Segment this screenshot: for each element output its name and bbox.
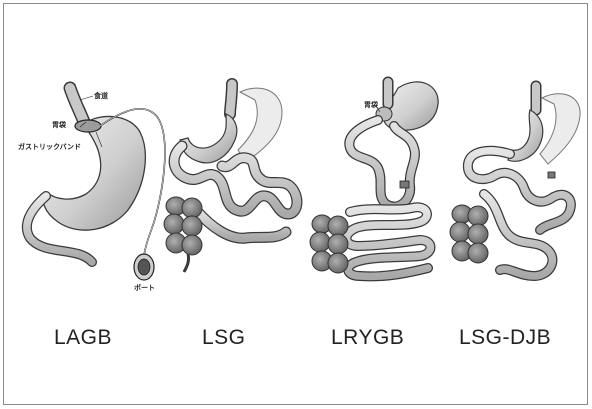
label-gastric-band: ガストリックバンド bbox=[18, 142, 81, 152]
lsg-resected-stomach bbox=[238, 88, 282, 162]
lrygb-colon bbox=[310, 215, 348, 273]
procedure-label-lsg: LSG bbox=[202, 326, 246, 350]
lsgdjb-colon bbox=[450, 205, 488, 263]
label-stomach-lrygb: 胃袋 bbox=[364, 100, 378, 110]
lsgdjb-diagram bbox=[450, 86, 580, 276]
procedure-label-lsgdjb: LSG-DJB bbox=[459, 326, 551, 350]
lagb-stomach bbox=[43, 116, 145, 230]
lrygb-diagram bbox=[310, 82, 438, 277]
label-stomach: 胃袋 bbox=[52, 120, 66, 130]
lsg-sleeve bbox=[180, 114, 237, 163]
lsg-diagram bbox=[164, 84, 297, 272]
lsg-colon bbox=[164, 197, 202, 272]
label-port: ポート bbox=[134, 283, 155, 293]
lagb-diagram bbox=[27, 88, 165, 280]
label-esophagus: 食道 bbox=[94, 91, 108, 101]
procedure-label-lagb: LAGB bbox=[54, 326, 112, 350]
gastric-band bbox=[75, 120, 101, 132]
lsgdjb-resected-stomach bbox=[540, 94, 580, 164]
procedure-label-lrygb: LRYGB bbox=[331, 326, 404, 350]
